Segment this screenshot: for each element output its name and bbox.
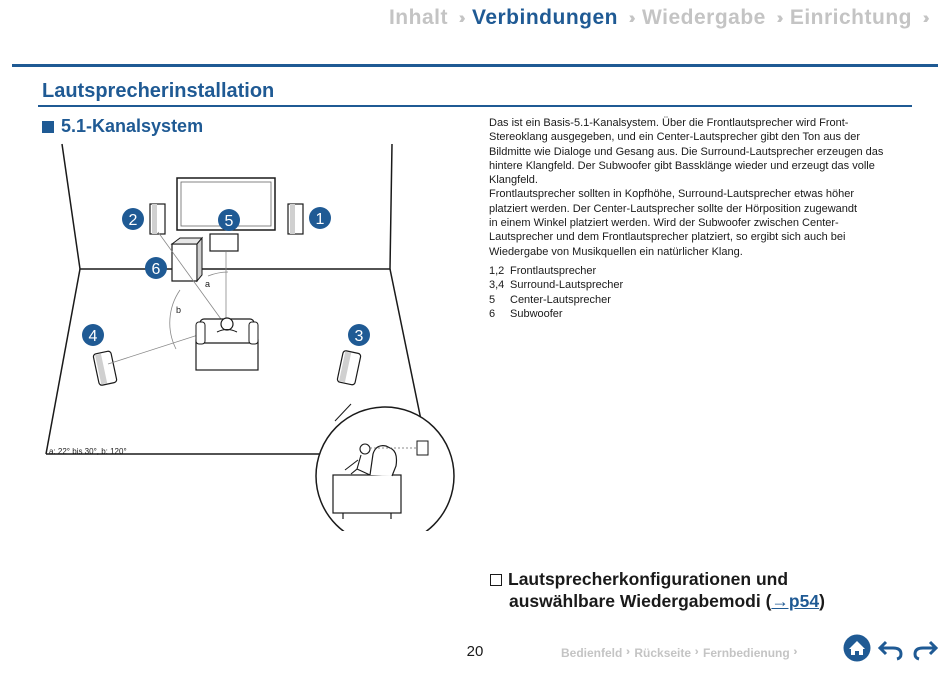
section-divider [38,105,912,107]
legend-item: 1,2 Frontlautsprecher [489,264,623,278]
related-title-line1: Lautsprecherkonfigurationen und [508,569,789,589]
badge-2: 2 [122,208,144,230]
front-left-speaker-icon [149,203,166,235]
back-icon[interactable] [877,634,905,662]
svg-text:1: 1 [316,211,325,228]
back-wall-outline [61,143,393,270]
diagram-caption: a: 22° bis 30°, b: 120° [49,447,127,456]
legend-label: Subwoofer [510,307,563,320]
angle-label-a: a [205,279,210,289]
subsection-heading: 5.1-Kanalsystem [42,116,203,137]
legend-label: Frontlautsprecher [510,265,597,277]
badge-3: 3 [348,324,370,346]
legend-item: 6 Subwoofer [489,307,623,321]
description-text: Das ist ein Basis-5.1-Kanalsystem. Über … [489,116,909,259]
checkbox-bullet-icon [490,574,502,586]
angle-label-b: b [176,305,181,315]
page-number: 20 [466,643,484,660]
legend-label: Center-Lautsprecher [510,293,611,306]
side-view-inset [315,403,455,531]
center-speaker-icon [209,233,239,252]
related-topic: Lautsprecherkonfigurationen und auswählb… [490,568,825,612]
related-title-line2: auswählbare Wiedergabemodi ( [509,591,772,611]
top-navigation: Inhalt ›› Verbindungen ›› Wiedergabe ›› … [389,6,936,30]
nav-icon-group [843,634,945,662]
svg-text:3: 3 [355,328,364,345]
home-icon[interactable] [843,634,871,662]
left-floor-edge [45,268,81,455]
description-line: Stereoklang ausgegeben, und ein Center-L… [489,131,861,144]
description-line: Wiedergabe von Musikquellen ein natürlic… [489,245,743,258]
description-line: in einem Winkel platziert werden. Wird d… [489,217,839,230]
section-title: Lautsprecherinstallation [42,80,275,102]
description-line: Lautsprecher und dem Frontlautsprecher p… [489,231,846,244]
legend-number: 5 [489,293,496,306]
svg-text:2: 2 [129,212,138,229]
legend-item: 3,4 Surround-Lautsprecher [489,278,623,292]
page-link-p54[interactable]: →p54 [771,591,820,611]
description-line: hintere Klangfeld. Der Subwoofer gibt Ba… [489,159,875,172]
speaker-legend: 1,2 Frontlautsprecher 3,4 Surround-Lauts… [489,264,623,321]
legend-label: Surround-Lautsprecher [510,279,624,292]
tab-einrichtung[interactable]: Einrichtung [789,6,912,29]
subsection-title: 5.1-Kanalsystem [61,116,204,136]
badge-4: 4 [82,324,104,346]
chevron-double-right-icon: ›› [914,8,934,28]
tab-inhalt[interactable]: Inhalt [388,6,448,29]
surround-left-speaker-icon [92,350,118,386]
badge-5: 5 [218,209,240,231]
svg-text:6: 6 [152,261,161,278]
description-line: platziert werden. Der Center-Lautspreche… [489,202,858,215]
badge-1: 1 [309,207,331,229]
speaker-layout-diagram: a b 2 5 1 6 4 3 a: 22° bis 30°, b: 120° [45,143,455,531]
svg-text:5: 5 [225,213,234,230]
description-line: Bildmitte wie Dialoge und Gesang aus. Di… [489,145,884,158]
nav-rueckseite[interactable]: Rückseite [634,646,692,660]
listener-sofa-icon [195,317,259,371]
tv-icon [176,177,276,231]
subwoofer-icon [170,236,204,283]
nav-fernbedienung[interactable]: Fernbedienung [703,646,790,660]
legend-number: 1,2 [489,265,505,277]
legend-item: 5 Center-Lautsprecher [489,293,623,307]
svg-text:4: 4 [89,328,98,345]
forward-icon[interactable] [911,634,939,662]
chevron-double-right-icon: ›› [768,8,788,28]
legend-number: 3,4 [489,279,505,292]
nav-bedienfeld[interactable]: Bedienfeld [561,646,623,660]
description-line: Frontlautsprecher sollten in Kopfhöhe, S… [489,188,855,201]
badge-6: 6 [145,257,167,279]
chevron-double-right-icon: ›› [450,8,470,28]
tab-verbindungen[interactable]: Verbindungen [471,6,618,29]
bottom-navigation: Bedienfeld ›› Rückseite ›› Fernbedienung… [561,646,802,660]
description-line: Das ist ein Basis-5.1-Kanalsystem. Über … [489,117,849,129]
top-divider [12,64,938,67]
tab-wiedergabe[interactable]: Wiedergabe [641,6,766,29]
surround-right-speaker-icon [336,350,362,386]
legend-number: 6 [489,307,496,320]
front-right-speaker-icon [287,203,304,235]
square-bullet-icon [42,120,54,133]
related-close-paren: ) [819,591,825,611]
chevron-double-right-icon: ›› [620,8,640,28]
description-line: Klangfeld. [489,174,538,187]
